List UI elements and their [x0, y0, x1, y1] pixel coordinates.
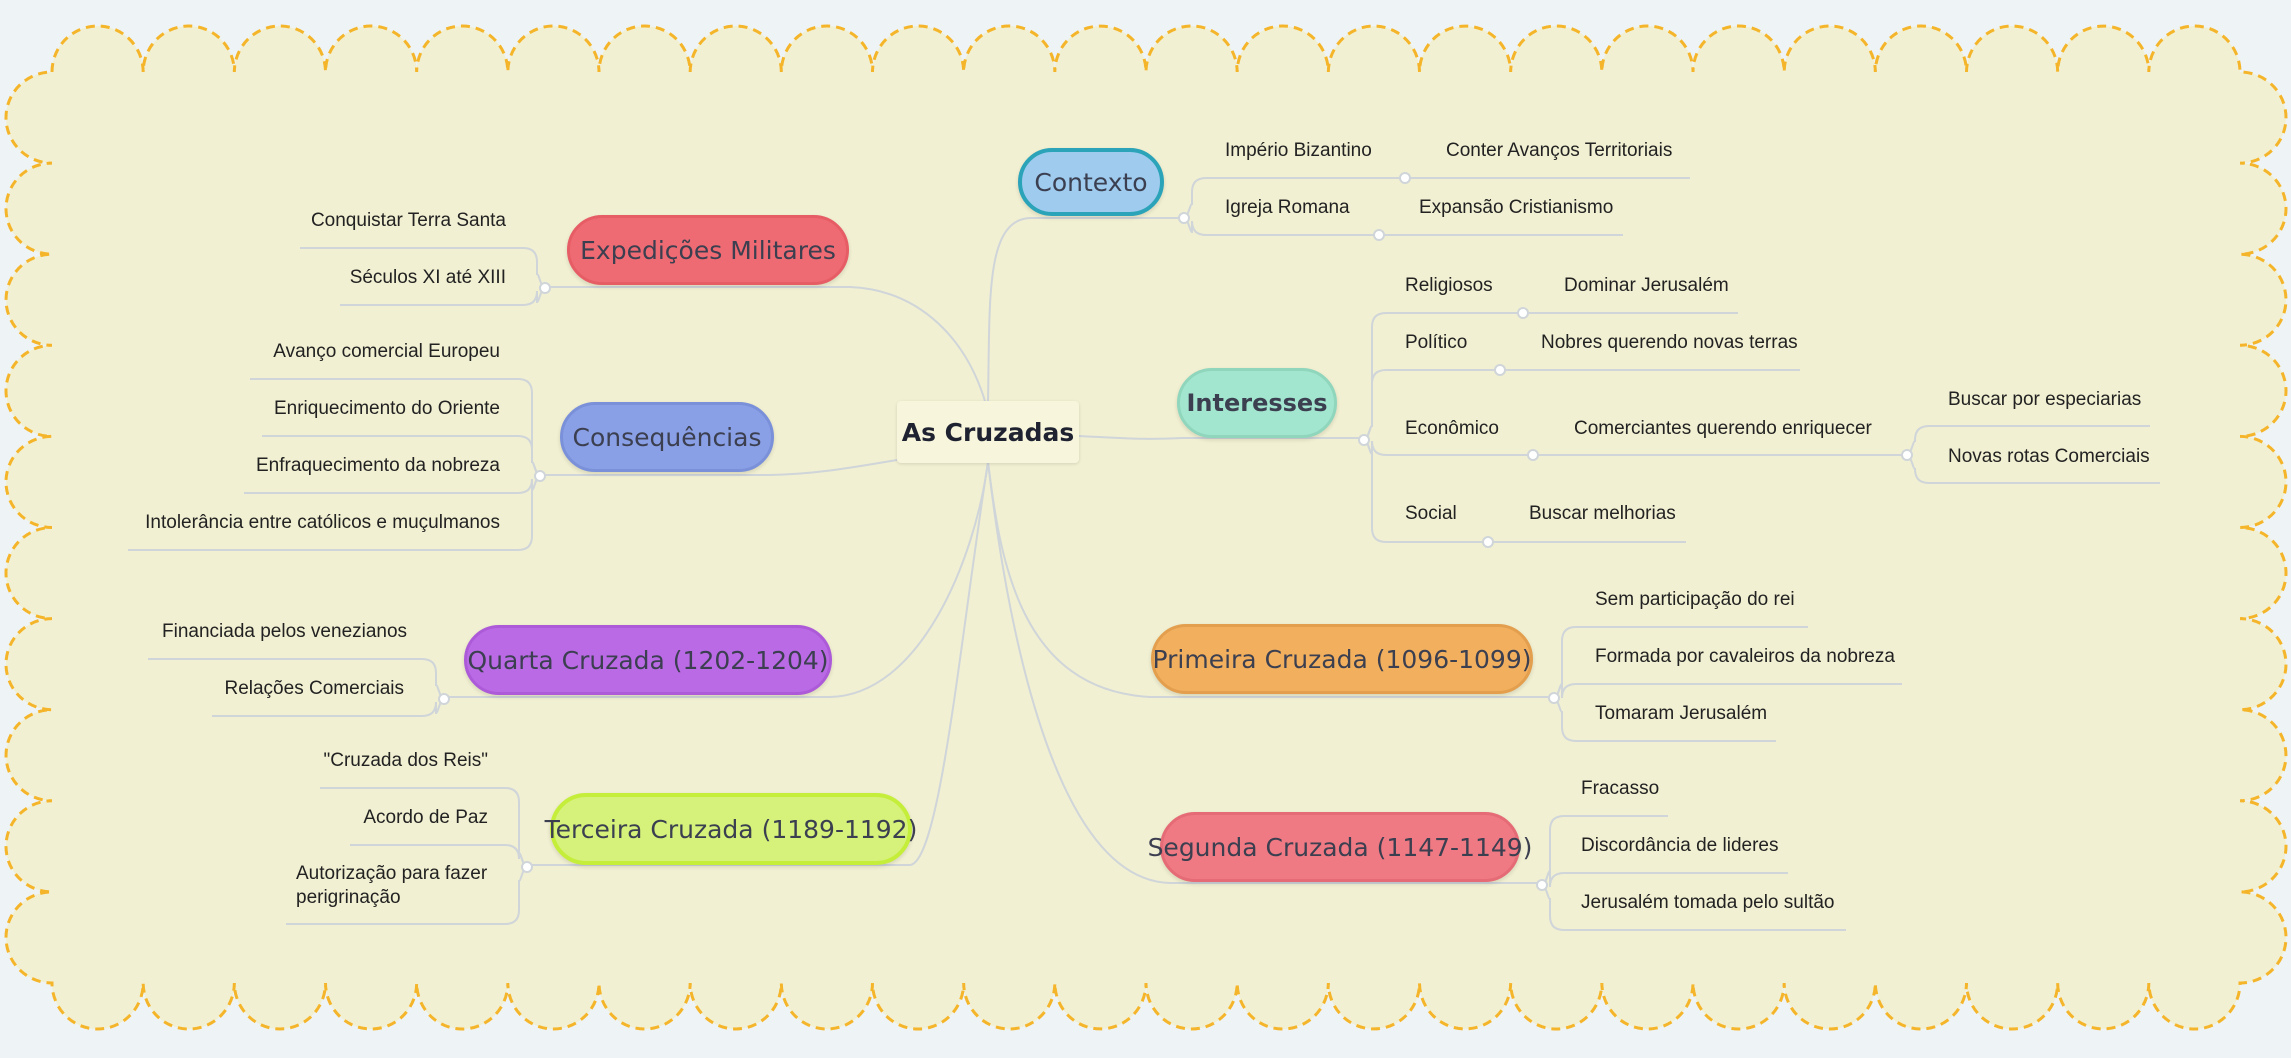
connector-line	[444, 461, 989, 698]
subtopic-relacoes-comerciais[interactable]: Relações Comerciais	[224, 678, 404, 699]
branch-node	[1536, 879, 1548, 891]
subtopic-expansao-cristianismo[interactable]: Expansão Cristianismo	[1419, 197, 1614, 218]
subtopic-conter-avancos[interactable]: Conter Avanços Territoriais	[1446, 140, 1673, 161]
boundary-cloud	[4, 24, 2288, 1031]
subtopic-novas-rotas[interactable]: Novas rotas Comerciais	[1948, 446, 2150, 467]
connector-line	[1078, 435, 1363, 440]
branch-node	[1178, 212, 1190, 224]
subtopic-sem-participacao[interactable]: Sem participação do rei	[1595, 589, 1795, 610]
topic-primeira-cruzada[interactable]: Primeira Cruzada (1096-1099)	[1151, 624, 1533, 694]
branch-node	[1358, 434, 1370, 446]
subtopic-financiada-venezianos[interactable]: Financiada pelos venezianos	[162, 621, 408, 642]
subtopic-avanco-comercial[interactable]: Avanço comercial Europeu	[273, 341, 500, 362]
subtopic-seculos[interactable]: Séculos XI até XIII	[349, 267, 506, 288]
subtopic-cavaleiros-nobreza[interactable]: Formada por cavaleiros da nobreza	[1595, 646, 1895, 667]
branch-node	[1494, 364, 1506, 376]
subtopic-religiosos[interactable]: Religiosos	[1405, 275, 1493, 296]
branch-node	[438, 693, 450, 705]
connector-line	[527, 461, 989, 866]
topic-interesses[interactable]: Interesses	[1177, 368, 1337, 438]
subtopic-tomaram-jerusalem[interactable]: Tomaram Jerusalém	[1595, 703, 1768, 724]
subtopic-autorizacao-perigrinacao[interactable]: Autorização para fazer perigrinação	[296, 863, 488, 908]
subtopic-economico[interactable]: Econômico	[1405, 418, 1499, 439]
topic-consequencias[interactable]: Consequências	[560, 402, 774, 472]
subtopic-dominar-jerusalem[interactable]: Dominar Jerusalém	[1564, 275, 1729, 296]
subtopic-discordancia-lideres[interactable]: Discordância de lideres	[1581, 835, 1779, 856]
subtopic-comerciantes[interactable]: Comerciantes querendo enriquecer	[1574, 418, 1872, 439]
subtopic-enfraquecimento-nobreza[interactable]: Enfraquecimento da nobreza	[256, 455, 500, 476]
subtopic-buscar-especiarias[interactable]: Buscar por especiarias	[1948, 389, 2142, 410]
subtopic-conquistar-terra-santa[interactable]: Conquistar Terra Santa	[310, 210, 506, 231]
subtopic-acordo-de-paz[interactable]: Acordo de Paz	[363, 807, 488, 828]
subtopic-fracasso[interactable]: Fracasso	[1581, 778, 1660, 799]
subtopic-politico[interactable]: Político	[1405, 332, 1468, 353]
subtopic-cruzada-dos-reis[interactable]: "Cruzada dos Reis"	[323, 750, 488, 771]
subtopic-jerusalem-sultao[interactable]: Jerusalém tomada pelo sultão	[1581, 892, 1835, 913]
branch-node	[1527, 449, 1539, 461]
topic-expedicoes-militares[interactable]: Expedições Militares	[567, 215, 849, 285]
branch-node	[534, 470, 546, 482]
branch-node	[539, 282, 551, 294]
central-topic[interactable]: As Cruzadas	[897, 401, 1079, 463]
connector-lines	[128, 172, 2160, 931]
topic-contexto[interactable]: Contexto	[1018, 148, 1164, 216]
connector-line	[545, 286, 989, 413]
connector-line	[540, 459, 898, 476]
subtopic-buscar-melhorias[interactable]: Buscar melhorias	[1529, 503, 1676, 524]
branch-node	[521, 861, 533, 873]
subtopic-imperio-bizantino[interactable]: Império Bizantino	[1225, 140, 1372, 161]
branch-node	[1482, 536, 1494, 548]
branch-node	[1548, 692, 1560, 704]
connector-line	[987, 217, 1183, 403]
subtopic-nobres-novas-terras[interactable]: Nobres querendo novas terras	[1541, 332, 1798, 353]
topic-terceira-cruzada[interactable]: Terceira Cruzada (1189-1192)	[545, 793, 917, 865]
subtopic-enriquecimento-oriente[interactable]: Enriquecimento do Oriente	[273, 398, 500, 419]
topic-quarta-cruzada[interactable]: Quarta Cruzada (1202-1204)	[464, 625, 832, 695]
subtopic-social[interactable]: Social	[1405, 503, 1457, 524]
subtopic-igreja-romana[interactable]: Igreja Romana	[1225, 197, 1350, 218]
connector-line	[987, 461, 1541, 884]
subtopic-intolerancia[interactable]: Intolerância entre católicos e muçulmano…	[145, 512, 500, 533]
branch-node	[1373, 229, 1385, 241]
topic-segunda-cruzada[interactable]: Segunda Cruzada (1147-1149)	[1148, 812, 1532, 882]
branch-node	[1517, 307, 1529, 319]
branch-node	[1399, 172, 1411, 184]
branch-node	[1901, 449, 1913, 461]
